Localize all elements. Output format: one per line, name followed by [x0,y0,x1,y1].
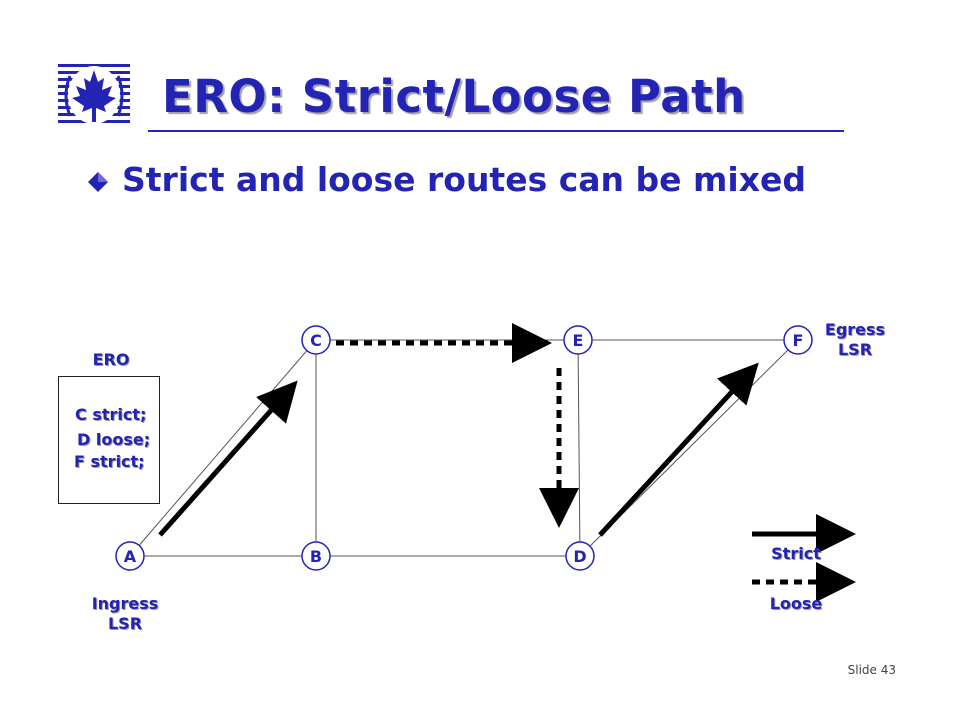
egress-label-line1: Egress [824,320,886,339]
link-a-c [129,339,317,557]
strict-hop-d-to-f [598,362,759,537]
bullet-text: Strict and loose routes can be mixed [122,160,807,199]
legend-strict-label: Strict [771,544,821,563]
strict-hop-a-to-c [158,380,298,537]
legend-loose-label: Loose [769,594,823,613]
slide-title: ERO: Strict/Loose Path [162,70,746,123]
maple-leaf-logo [58,62,130,128]
diamond-bullet-icon [88,172,108,192]
node-label-e: E [573,331,584,350]
ero-label: ERO [92,350,130,369]
node-label-d: D [573,547,586,566]
ero-entry: F strict; [74,452,145,471]
egress-lsr-label: Egress LSR [820,320,890,360]
node-a: A [115,541,145,571]
node-b: B [301,541,331,571]
links [129,339,799,557]
ingress-label-line1: Ingress [91,594,159,613]
link-e-d [577,339,581,557]
slide-number: Slide 43 [847,663,896,677]
node-label-f: F [793,331,804,350]
node-label-b: B [310,547,322,566]
node-label-c: C [310,331,322,350]
egress-label-line2: LSR [837,340,873,359]
ingress-lsr-label: Ingress LSR [84,594,166,634]
ero-entry: D loose; [77,430,151,449]
title-underline [148,130,844,132]
ingress-label-line2: LSR [107,614,143,633]
node-d: D [565,541,595,571]
ero-box: C strict; D loose; F strict; [58,376,160,504]
node-e: E [563,325,593,355]
ero-entry: C strict; [75,405,147,424]
node-f: F [783,325,813,355]
node-c: C [301,325,331,355]
node-label-a: A [124,547,137,566]
